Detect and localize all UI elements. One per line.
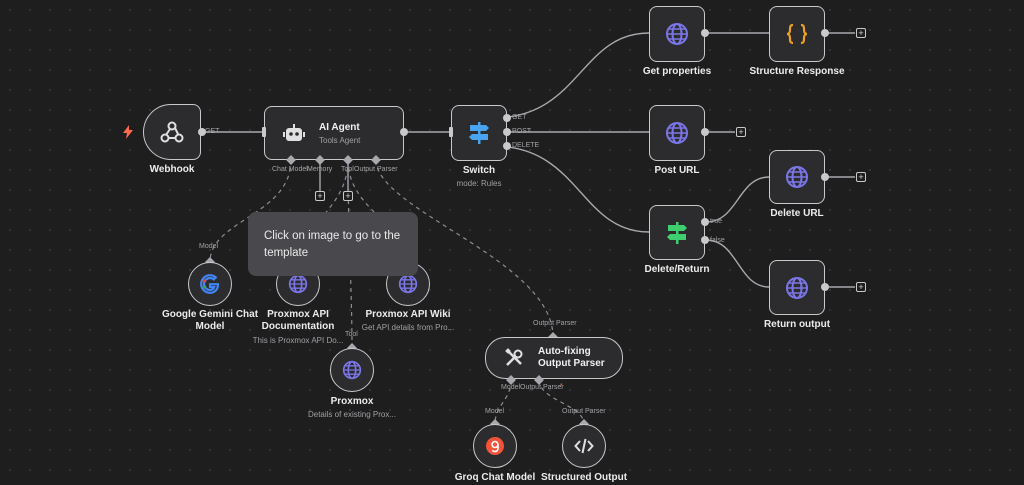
switch-subtitle: mode: Rules bbox=[456, 179, 502, 188]
globe-icon bbox=[666, 23, 688, 45]
switch-output-post[interactable] bbox=[503, 128, 511, 136]
signpost-icon bbox=[469, 122, 489, 144]
globe-icon bbox=[786, 276, 808, 299]
proxmox-doc-title: Proxmox API Documentation bbox=[261, 309, 335, 332]
proxmox-subtitle: Details of existing Prox... bbox=[307, 410, 397, 419]
proxmox-wiki-subtitle: Get API details from Pro... bbox=[361, 323, 455, 332]
structured-output-title: Structured Output bbox=[540, 472, 628, 483]
delete-return-false-label: false bbox=[710, 237, 725, 244]
delete-url-node[interactable] bbox=[769, 150, 825, 204]
structure-response-output-port[interactable] bbox=[821, 29, 829, 37]
get-properties-output-port[interactable] bbox=[701, 29, 709, 37]
google-logo-icon bbox=[200, 274, 220, 294]
webhook-port-label: GET bbox=[205, 128, 220, 135]
gemini-title: Google Gemini Chat Model bbox=[161, 309, 259, 332]
gemini-edge-label: Model bbox=[199, 243, 219, 250]
proxmox-title: Proxmox bbox=[330, 396, 374, 407]
port-memory-label: Memory bbox=[307, 166, 333, 173]
webhook-icon bbox=[160, 121, 184, 143]
delete-url-output-port[interactable] bbox=[821, 173, 829, 181]
delete-url-title: Delete URL bbox=[770, 208, 824, 219]
switch-output-delete[interactable] bbox=[503, 142, 511, 150]
return-output-title: Return output bbox=[763, 319, 831, 330]
proxmox-node[interactable] bbox=[330, 348, 374, 392]
delete-return-output-false[interactable] bbox=[701, 236, 709, 244]
add-memory-button[interactable]: + bbox=[315, 191, 325, 201]
autofix-node[interactable]: Auto-fixing Output Parser bbox=[485, 337, 623, 379]
ai-agent-subtitle: Tools Agent bbox=[319, 135, 361, 145]
proxmox-doc-subtitle: This is Proxmox API Do... bbox=[252, 336, 344, 345]
switch-title-block: Switch mode: Rules bbox=[440, 165, 518, 188]
return-output-node[interactable] bbox=[769, 260, 825, 315]
delete-return-title: Delete/Return bbox=[644, 264, 710, 275]
switch-title: Switch bbox=[462, 165, 496, 176]
code-icon bbox=[574, 438, 594, 454]
autofix-title: Auto-fixing Output Parser bbox=[538, 346, 605, 369]
structure-response-node[interactable] bbox=[769, 6, 825, 62]
delete-return-node[interactable] bbox=[649, 205, 705, 260]
switch-output-post-label: POST bbox=[512, 128, 532, 135]
proxmox-doc-title-block: Proxmox API Documentation This is Proxmo… bbox=[244, 309, 352, 345]
webhook-title: Webhook bbox=[149, 164, 195, 175]
tools-icon bbox=[505, 348, 523, 366]
get-properties-node[interactable] bbox=[649, 6, 705, 62]
add-tool-button[interactable]: + bbox=[343, 191, 353, 201]
autofix-port-output-parser-label: Output Parser bbox=[520, 384, 564, 391]
signpost-icon bbox=[667, 221, 687, 244]
globe-icon bbox=[342, 360, 362, 380]
webhook-output-port[interactable] bbox=[198, 128, 206, 136]
structure-response-title: Structure Response bbox=[749, 66, 845, 77]
structured-output-node[interactable] bbox=[562, 424, 606, 468]
globe-icon bbox=[666, 122, 688, 144]
curly-braces-icon bbox=[786, 23, 808, 45]
switch-input-port[interactable] bbox=[449, 127, 453, 137]
switch-node[interactable] bbox=[451, 105, 507, 161]
proxmox-wiki-title-block: Proxmox API Wiki Get API details from Pr… bbox=[354, 309, 462, 332]
switch-output-get-label: GET bbox=[512, 114, 527, 121]
switch-output-get[interactable] bbox=[503, 114, 511, 122]
return-output-output-port[interactable] bbox=[821, 283, 829, 291]
webhook-node[interactable] bbox=[143, 104, 201, 160]
ai-agent-node[interactable]: AI Agent Tools Agent bbox=[264, 106, 404, 160]
groq-edge-label: Model bbox=[485, 408, 505, 415]
post-url-node[interactable] bbox=[649, 105, 705, 161]
port-chat-model-label: Chat Model bbox=[272, 166, 308, 173]
post-url-title: Post URL bbox=[654, 165, 700, 176]
trigger-bolt-icon bbox=[123, 125, 133, 139]
proxmox-wiki-title: Proxmox API Wiki bbox=[365, 309, 451, 320]
globe-icon bbox=[786, 166, 808, 188]
ai-agent-title: AI Agent bbox=[319, 121, 360, 133]
port-output-parser-label: Output Parser bbox=[354, 166, 398, 173]
autofix-required-mark: * bbox=[560, 383, 563, 390]
robot-icon bbox=[283, 124, 305, 141]
globe-icon bbox=[398, 274, 418, 294]
get-properties-title: Get properties bbox=[642, 66, 712, 77]
groq-logo-icon bbox=[486, 437, 504, 455]
template-tooltip[interactable]: Click on image to go to the template bbox=[248, 212, 418, 276]
post-url-output-port[interactable] bbox=[701, 128, 709, 136]
add-after-delete-url[interactable]: + bbox=[856, 172, 866, 182]
autofix-edge-label: Output Parser bbox=[533, 320, 577, 327]
add-after-post-url[interactable]: + bbox=[736, 127, 746, 137]
groq-node[interactable] bbox=[473, 424, 517, 468]
autofix-port-model-label: Model bbox=[501, 384, 521, 391]
structured-edge-label: Output Parser bbox=[562, 408, 606, 415]
globe-icon bbox=[288, 274, 308, 294]
groq-title: Groq Chat Model bbox=[454, 472, 536, 483]
add-after-return-output[interactable]: + bbox=[856, 282, 866, 292]
port-tool-label: Tool bbox=[341, 166, 354, 173]
delete-return-true-label: true bbox=[710, 218, 723, 225]
google-gemini-node[interactable] bbox=[188, 262, 232, 306]
switch-output-delete-label: DELETE bbox=[512, 142, 540, 149]
proxmox-edge-label: Tool bbox=[345, 331, 358, 338]
ai-agent-output-port[interactable] bbox=[400, 128, 408, 136]
ai-agent-input-port[interactable] bbox=[262, 127, 266, 137]
delete-return-output-true[interactable] bbox=[701, 218, 709, 226]
add-after-structure-response[interactable]: + bbox=[856, 28, 866, 38]
proxmox-title-block: Proxmox Details of existing Prox... bbox=[300, 396, 404, 419]
